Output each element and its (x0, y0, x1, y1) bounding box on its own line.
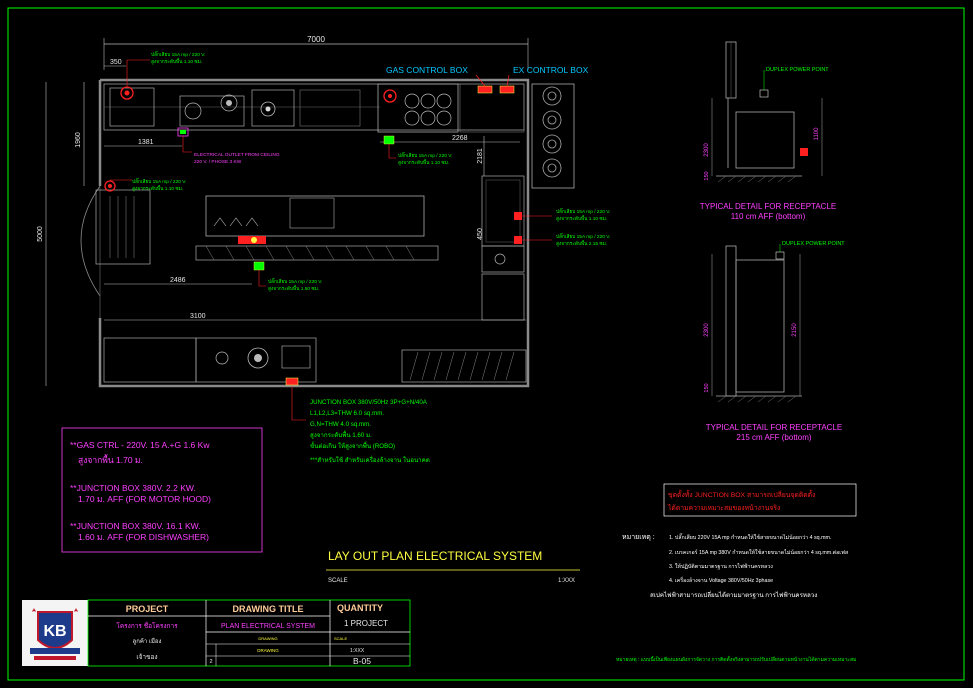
jb-note-line6: ***สำหรับใช้ สำหรับเครื่องล้างจาน ในอนาค… (310, 456, 430, 464)
gas-control-box-label: GAS CONTROL BOX (386, 65, 468, 75)
remark-item-4: 4. เครื่องล้างจาน Voltage 380V/50Hz 3pha… (669, 576, 773, 584)
jb-note-line5: ขั้นต่อเกิน ให้สูงจากพื้น (ROBO) (310, 441, 395, 450)
outlet-note-1a: ปลั๊กเสียบ 15A mp / 220 V. (151, 50, 205, 58)
legend-jb2-line1: **JUNCTION BOX 380V. 16.1 KW. (70, 521, 201, 531)
detail2-duplex-label: DUPLEX POWER POINT (782, 241, 845, 247)
layout-scale-value: 1:XXX (558, 578, 575, 584)
legend-gas-line2: สูงจากพื้น 1.70 ม. (78, 454, 143, 466)
dim-1381: 1381 (138, 139, 154, 146)
outlet-note-1b: สูงจากระดับพื้น 1.10 ซม. (151, 57, 202, 65)
detail2-dim-c: 150 (704, 383, 710, 392)
outlet-note-2b: สูงจากระดับพื้น 1.10 ซม. (398, 158, 449, 166)
red-note-line1: ขุดตั้งทั้ง JUNCTION BOX สามารถเปลี่ยนจุ… (668, 489, 815, 499)
project-header: PROJECT (126, 604, 169, 614)
remark-item-1: 1. ปลั๊กเสียบ 220V 15A mp กำหนดให้ใช้สาย… (669, 533, 831, 541)
outlet-note-5a: ปลั๊กเสียบ 15A mp / 220 V. (556, 232, 610, 240)
logo-letters: KB (43, 623, 66, 640)
project-sub: ลูกค้า เมือง (133, 637, 162, 645)
detail1-dim-b: 1100 (814, 127, 820, 141)
outlet-note-3a: ปลั๊กเสียบ 15A mp / 220 V. (132, 177, 186, 185)
bottom-note: หมายเหตุ : แบบนี้เป็นเพียงแผนผังการจัดวา… (616, 654, 856, 663)
title-block: KB PROJECT โครงการ ชื่อโครงการ ลูกค้า เม… (22, 599, 411, 667)
project-name: โครงการ ชื่อโครงการ (116, 621, 178, 630)
detail1-dim-c: 150 (704, 171, 710, 180)
detail1-duplex-label: DUPLEX POWER POINT (766, 67, 829, 73)
legend-jb1-line2: 1.70 ม. AFF (FOR MOTOR HOOD) (78, 494, 211, 504)
ex-control-box-label: EX CONTROL BOX (513, 65, 589, 75)
sheet-number: B-05 (353, 656, 371, 666)
detail1-dim-a: 2300 (704, 143, 710, 157)
detail2-dim-a: 2300 (704, 323, 710, 337)
receptacle-detail-215: DUPLEX POWER POINT 2300 2150 150 TYPICAL… (704, 241, 845, 442)
outlet-note-6a: ปลั๊กเสียบ 15A mp / 220 V. (268, 277, 322, 285)
legend-box: **GAS CTRL - 220V. 15 A.+G 1.6 Kw สูงจาก… (61, 427, 263, 553)
outlet-note-3b: สูงจากระดับพื้น 1.10 ซม. (132, 184, 183, 192)
detail1-caption1: TYPICAL DETAIL FOR RECEPTACLE (700, 202, 836, 211)
drawing-title: PLAN ELECTRICAL SYSTEM (221, 623, 315, 630)
project-sub2: เจ้าของ (136, 653, 157, 661)
detail2-caption2: 215 cm AFF (bottom) (736, 433, 811, 442)
dim-350: 350 (110, 59, 122, 66)
drawing-row1-label: DRAWING (258, 636, 277, 641)
drawing-row2-value: 2 (209, 659, 212, 665)
junction-box-note: ขุดตั้งทั้ง JUNCTION BOX สามารถเปลี่ยนจุ… (663, 483, 857, 517)
remarks-title: หมายเหตุ : (622, 534, 655, 541)
red-note-line2: ได้ตามความเหมาะสมของหน้างานจริง (667, 504, 780, 512)
gas-control-box-symbol (477, 85, 493, 94)
outlet-note-4b: สูงจากระดับพื้น 1.10 ซม. (556, 214, 607, 222)
quantity-value: 1 PROJECT (344, 619, 388, 628)
dim-1960: 1960 (75, 132, 82, 148)
outlet-note-5b: สูงจากระดับพื้น 2.15 ซม. (556, 239, 607, 247)
dim-2268: 2268 (452, 135, 468, 142)
drawing-row1-value: DRAWING (257, 648, 279, 653)
remark-item-2: 2. เบรคเกอร์ 15A mp 380V กำหนดให้ใช้สายข… (669, 548, 849, 556)
layout-scale-label: SCALE (328, 578, 348, 584)
jb-note-line2: L1,L2,L3=THW 6.0 sq.mm. (310, 410, 384, 417)
detail2-caption1: TYPICAL DETAIL FOR RECEPTACLE (706, 423, 842, 432)
legend-jb2-line2: 1.60 ม. AFF (FOR DISHWASHER) (78, 532, 209, 542)
scale-value: 1:XXX (350, 648, 365, 654)
dim-3100: 3100 (190, 313, 206, 320)
dim-2486: 2486 (170, 277, 186, 284)
drawing-title-header: DRAWING TITLE (233, 604, 304, 614)
quantity-header: QUANTITY (337, 603, 383, 613)
jb-note-line4: สูงจากระดับพื้น 1.60 ม. (310, 430, 372, 439)
dim-5000: 5000 (37, 226, 44, 242)
jb-note-line1: JUNCTION BOX 380V/50Hz 3P+G+N/40A (310, 399, 428, 406)
layout-title-block: LAY OUT PLAN ELECTRICAL SYSTEM SCALE 1:X… (326, 549, 580, 584)
outlet-ceiling-a: ELECTRICAL OUTLET FROM CEILING (194, 152, 280, 158)
scale-label: SCALE (334, 636, 347, 641)
remarks: หมายเหตุ : 1. ปลั๊กเสียบ 220V 15A mp กำห… (622, 533, 849, 599)
receptacle-detail-110: DUPLEX POWER POINT 2300 1100 150 TYPICAL… (700, 41, 836, 221)
jb-note-line3: G,N=THW 4.0 sq.mm. (310, 421, 371, 428)
legend-gas-line1: **GAS CTRL - 220V. 15 A.+G 1.6 Kw (70, 440, 210, 450)
outlet-ceiling-b: 220 V. / PHOSE 3 KW (194, 159, 242, 165)
floor-plan: 7000 350 1960 5000 (37, 35, 610, 464)
layout-title: LAY OUT PLAN ELECTRICAL SYSTEM (328, 549, 542, 563)
ex-control-box-symbol (499, 85, 515, 94)
dim-450: 450 (477, 228, 484, 240)
detail1-caption2: 110 cm AFF (bottom) (731, 212, 806, 221)
outlet-note-6b: สูงจากระดับพื้น 1.50 ซม. (268, 284, 319, 292)
outlet-note-4a: ปลั๊กเสียบ 15A mp / 220 V. (556, 207, 610, 215)
sheet-border (7, 7, 965, 681)
detail2-dim-b: 2150 (792, 323, 798, 337)
legend-jb1-line1: **JUNCTION BOX 380V. 2.2 KW. (70, 483, 196, 493)
dim-2181: 2181 (477, 148, 484, 164)
outlet-note-2a: ปลั๊กเสียบ 15A mp / 220 V. (398, 151, 452, 159)
remarks-footer: สเปคไฟฟ้าสามารถเปลี่ยนได้ตามมาตรฐาน การไ… (650, 591, 817, 599)
remark-item-3: 3. ให้ปฏิบัติตามมาตรฐาน การไฟฟ้านครหลวง (669, 562, 773, 570)
dim-total-width: 7000 (307, 35, 325, 44)
